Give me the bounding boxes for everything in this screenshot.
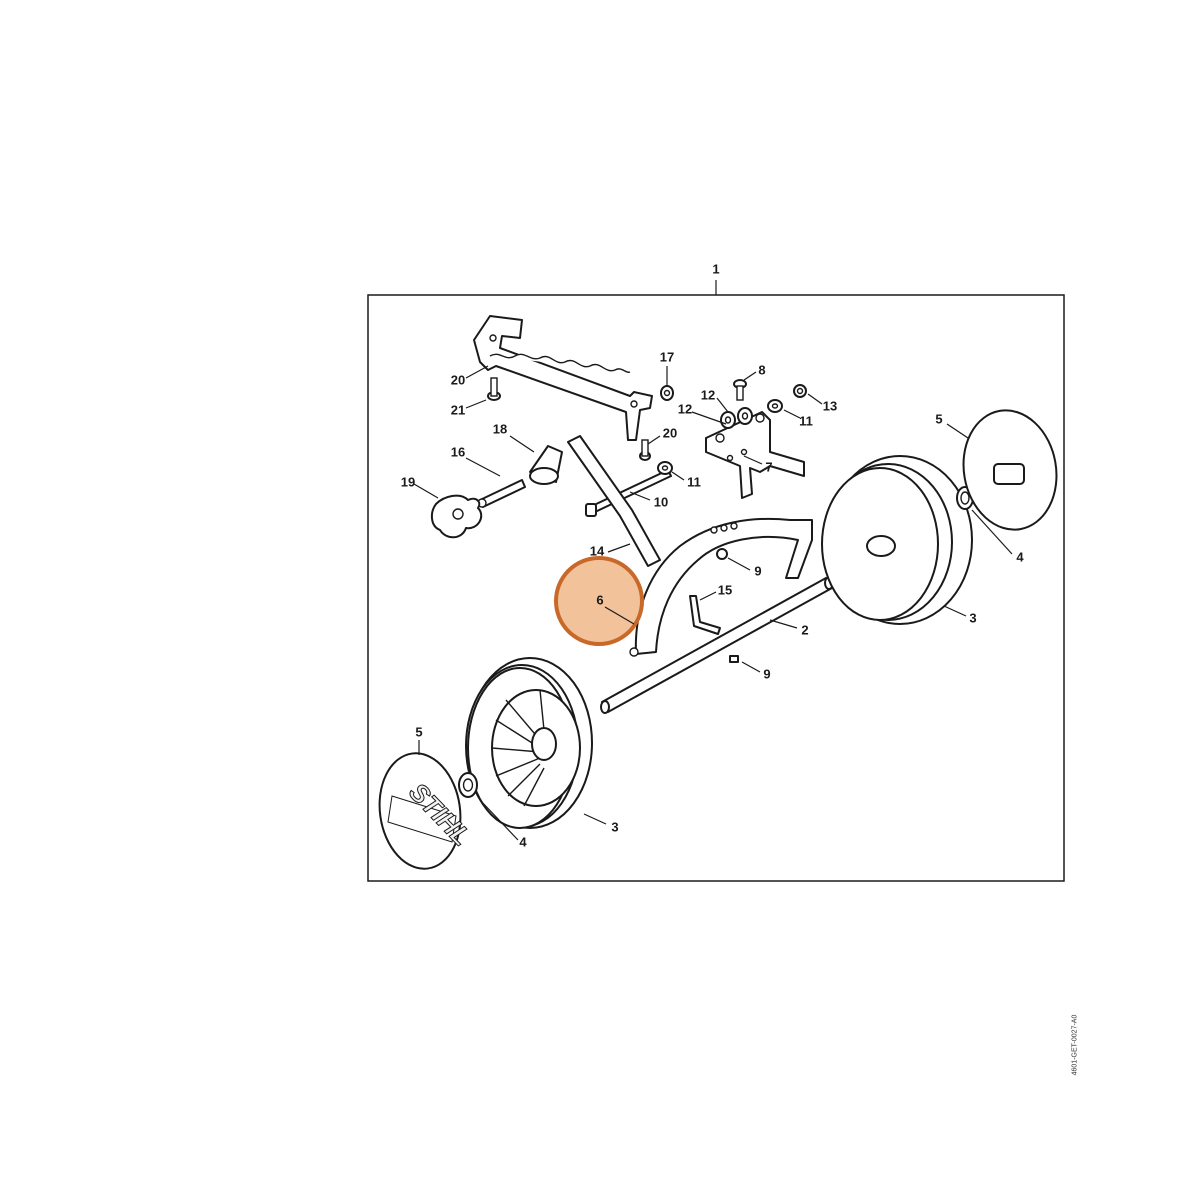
cone-knob-18-part[interactable] [529,445,563,485]
nut-17-part[interactable] [660,385,674,401]
wheel-left-3-part[interactable] [465,657,593,829]
l-pin-15-part[interactable] [689,595,721,635]
washer-11a-part[interactable] [657,461,673,475]
callout-11-left[interactable]: 11 [687,474,701,489]
hotspot-circle[interactable] [554,556,644,646]
callout-12-top[interactable]: 12 [701,387,715,402]
callout-3-left[interactable]: 3 [611,819,618,834]
callout-13[interactable]: 13 [823,398,837,413]
bolt-8-part[interactable] [733,379,747,401]
callout-5-right[interactable]: 5 [935,411,942,426]
callout-12-lower[interactable]: 12 [678,401,692,416]
callout-11-right[interactable]: 11 [799,413,813,428]
callout-19[interactable]: 19 [401,474,415,489]
nut-9a-part[interactable] [716,548,728,560]
ring-left-4-part[interactable] [458,772,478,798]
callout-8[interactable]: 8 [758,362,765,377]
callout-14[interactable]: 14 [590,543,605,558]
callout-9-nut[interactable]: 9 [754,563,761,578]
callout-7[interactable]: 7 [765,459,772,474]
callout-3-right[interactable]: 3 [969,610,976,625]
callout-15[interactable]: 15 [718,582,732,597]
callout-4-left[interactable]: 4 [519,834,527,849]
handle-tube-14-part[interactable] [567,435,661,567]
washer-12a-part[interactable] [720,411,736,429]
callout-20-rail[interactable]: 20 [451,372,465,387]
document-code-text: 4601-GET-0027-A0 [1071,1014,1079,1076]
callout-4-right[interactable]: 4 [1016,549,1024,564]
callout-21[interactable]: 21 [451,402,465,417]
leader-lines [413,365,1013,841]
nut-13-part[interactable] [793,384,807,398]
callout-17[interactable]: 17 [660,349,674,364]
mounting-bracket-7-part[interactable] [705,411,805,499]
hubcap-right-5-part[interactable] [954,403,1065,537]
callout-6[interactable]: 6 [596,592,603,607]
callout-16[interactable]: 16 [451,444,465,459]
pin-9b-part[interactable] [729,655,739,663]
callout-2[interactable]: 2 [801,622,808,637]
callout-5-left[interactable]: 5 [415,724,422,739]
hotspot-part-6[interactable]: 6 [554,556,644,646]
callout-1[interactable]: 1 [712,261,719,276]
callout-18[interactable]: 18 [493,421,507,436]
callout-20-screw[interactable]: 20 [663,425,677,440]
callout-labels: 1 20 21 17 20 18 16 19 10 11 8 12 12 11 … [401,261,1025,849]
hubcap-left-5-part[interactable]: STIHL [372,748,478,874]
callout-10[interactable]: 10 [654,494,668,509]
adjustment-rail-part[interactable] [473,315,653,441]
wheel-frame-6-part[interactable] [629,517,813,657]
star-knob-19-part[interactable] [430,494,483,539]
threaded-bolt-16-part[interactable] [477,479,526,508]
wheel-right-3-part[interactable] [821,455,973,625]
screw-20-part[interactable] [639,439,651,461]
screw-21-part[interactable] [487,377,501,401]
document-code: 4601-GET-0027-A0 [1040,1010,1110,1080]
washer-12b-part[interactable] [737,407,753,425]
callout-9-pin[interactable]: 9 [763,666,770,681]
washer-11b-part[interactable] [767,399,783,413]
